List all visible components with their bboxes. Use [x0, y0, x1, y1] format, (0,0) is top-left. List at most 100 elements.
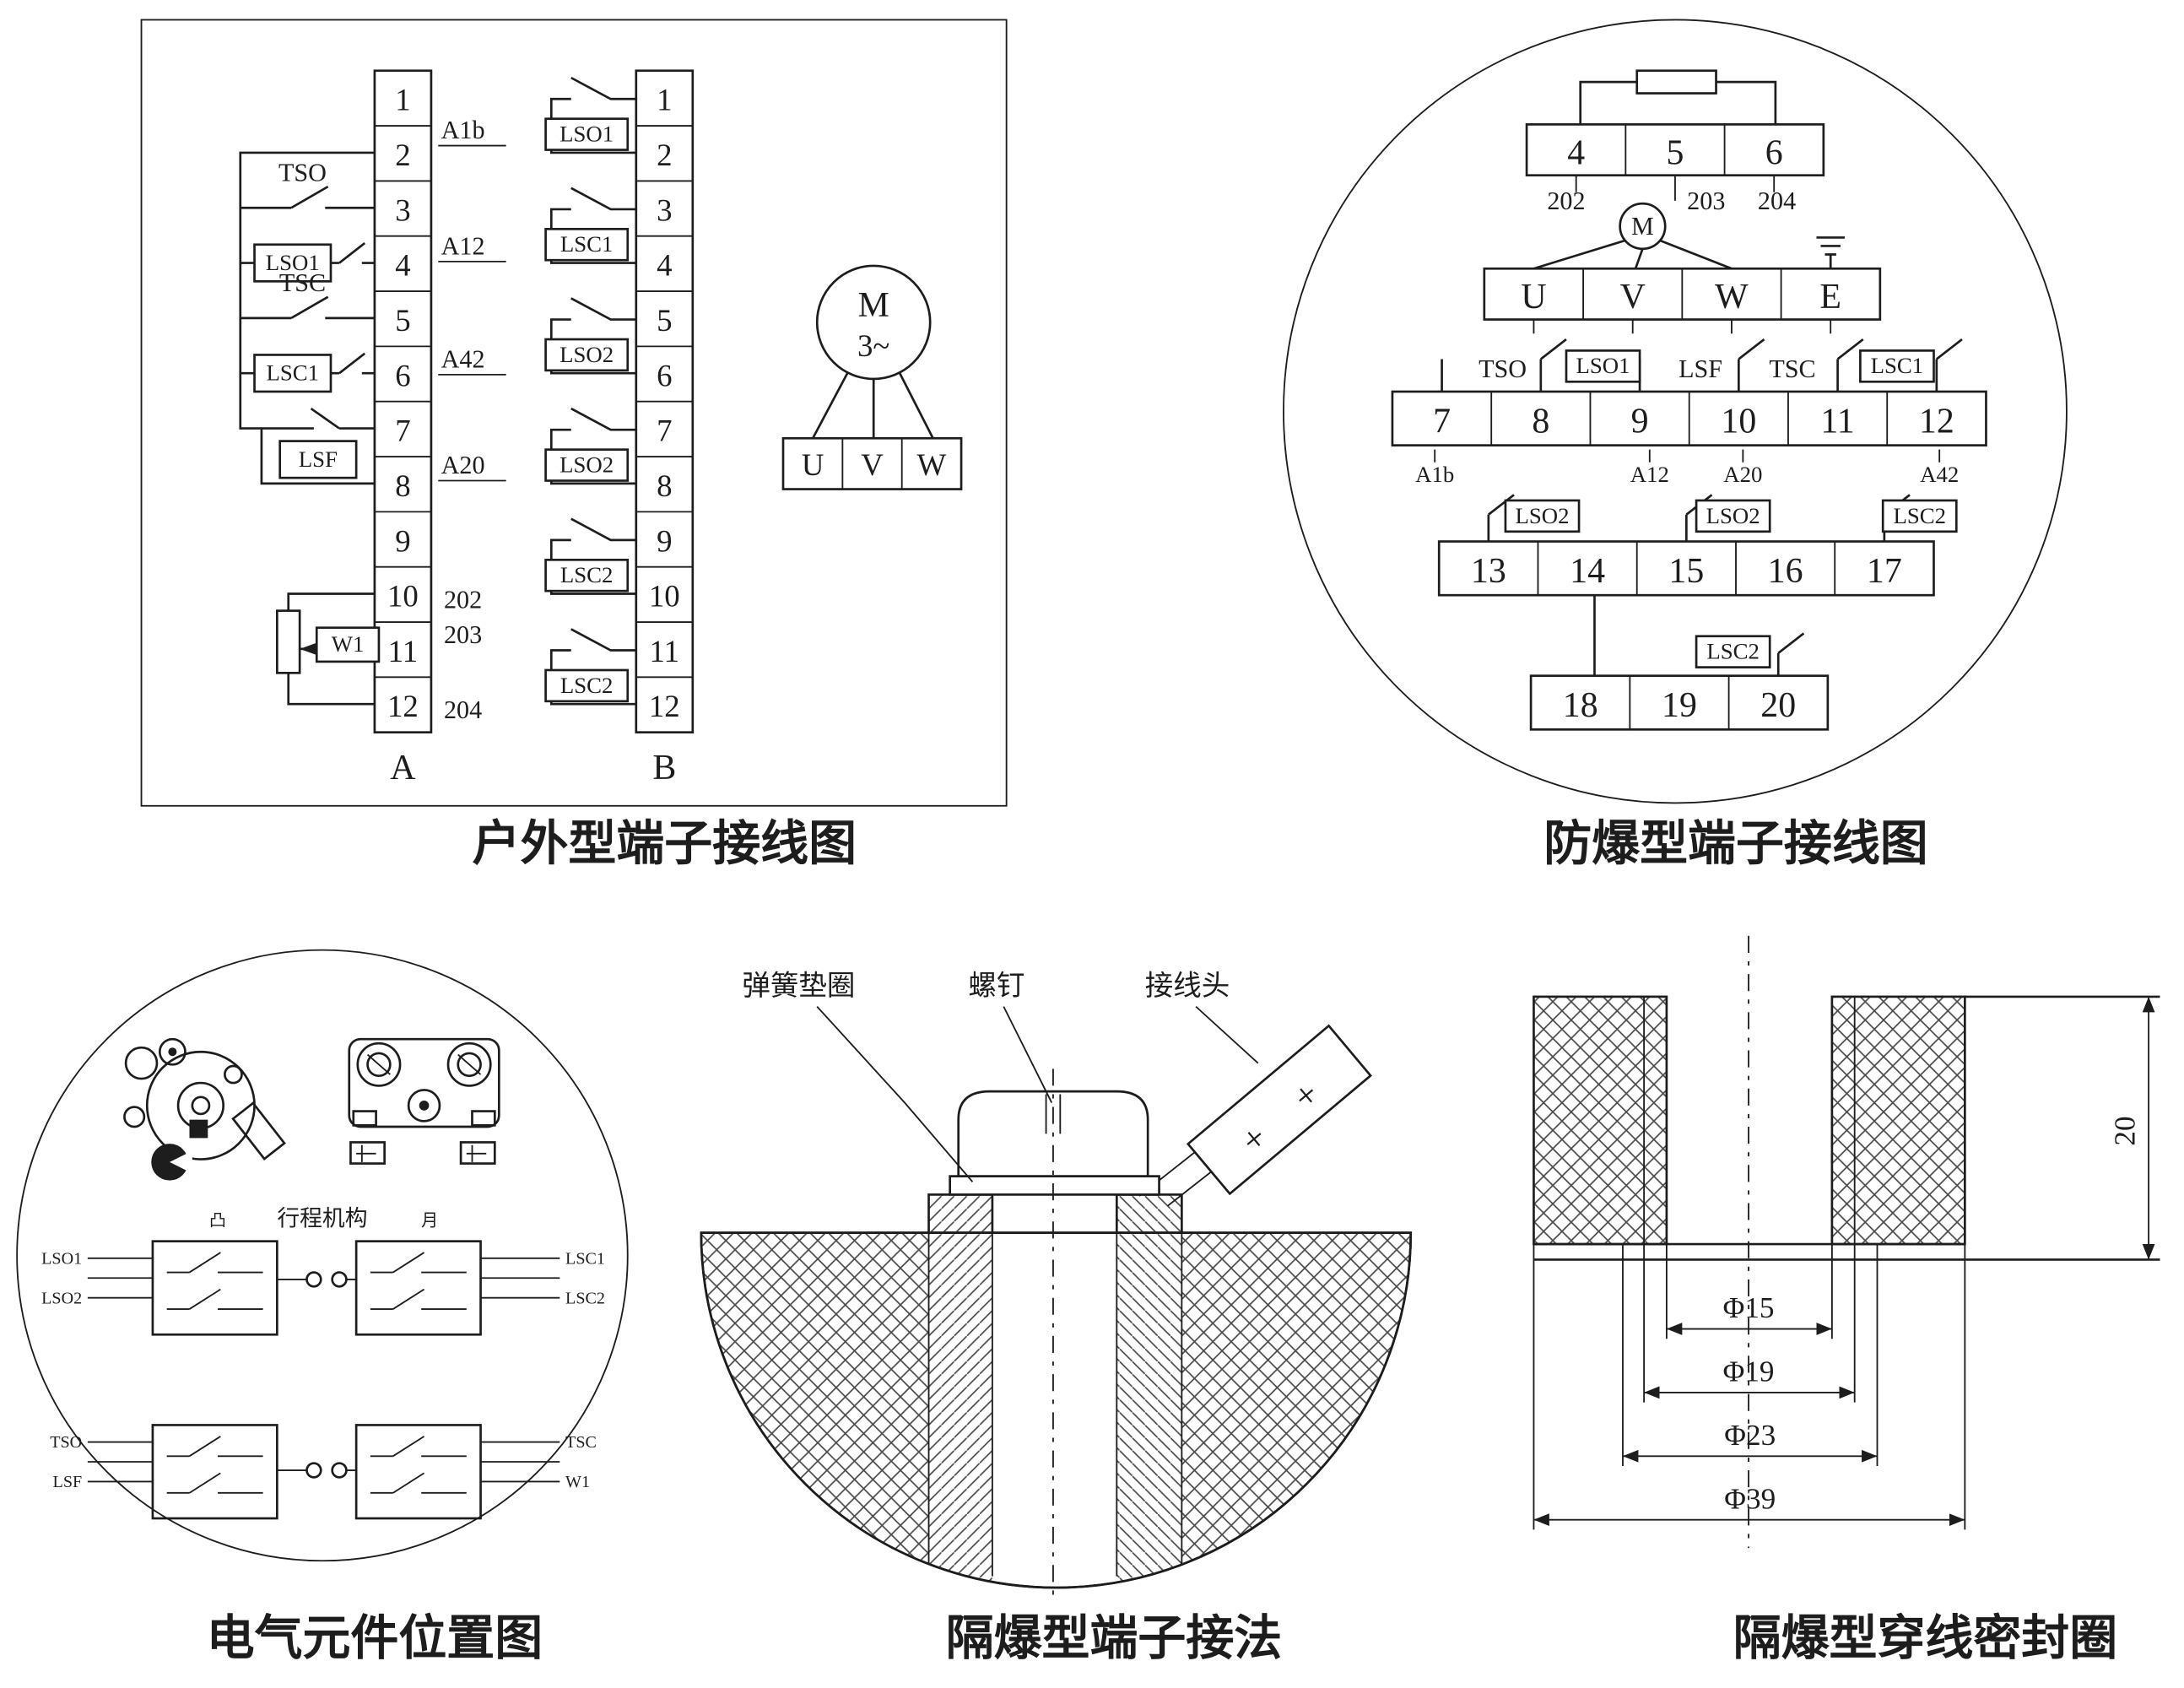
strip-label-a: A	[390, 749, 415, 787]
switch-label: TSC	[565, 1433, 597, 1452]
terminal-number: 17	[1867, 552, 1902, 591]
caption-seal: 隔爆型穿线密封圈	[1733, 1612, 2118, 1665]
strip-label-b: B	[652, 749, 676, 787]
enclosure-circle	[16, 949, 629, 1562]
terminal-number: 10	[1721, 403, 1756, 441]
switch-label: LSC1	[565, 1249, 605, 1268]
wire-tag: 202	[444, 585, 482, 614]
caption-connection: 隔爆型端子接法	[946, 1612, 1283, 1665]
motor-terminal: V	[861, 447, 884, 482]
terminal-number: 20	[1760, 686, 1796, 725]
caption-outdoor: 户外型端子接线图	[473, 817, 857, 870]
switch-label: LSF	[53, 1473, 83, 1491]
terminal-number: 11	[650, 634, 679, 668]
dim-label: Φ23	[1724, 1419, 1776, 1452]
terminal-row-13-17: 13 14 15 16 17	[1437, 540, 1935, 597]
terminal-letter: U	[1521, 278, 1546, 316]
wire-tag: A1b	[1415, 462, 1454, 487]
motor-terminal: W	[916, 447, 946, 482]
mech-side-label: 月	[421, 1211, 438, 1230]
terminal-number: 7	[1433, 403, 1451, 441]
wire-tag: 203	[444, 620, 482, 649]
terminal-row-18-20: 18 19 20	[1529, 674, 1830, 731]
callout-washer: 弹簧垫圈	[742, 971, 855, 1002]
switch-label: LSO1	[41, 1249, 82, 1268]
switch-label: LSO2	[41, 1289, 82, 1307]
wire-tag: A20	[441, 451, 485, 479]
terminal-number: 19	[1662, 686, 1697, 725]
component-layout-diagram: 凸 行程机构 月 LSO1 LSO2 TSO LSF LSC1 LSC2 TSC	[16, 949, 629, 1665]
terminal-number: 2	[657, 138, 672, 172]
dim-label: 20	[2108, 1116, 2141, 1145]
terminal-number: 6	[1765, 133, 1783, 172]
terminal-number: 5	[1666, 133, 1684, 172]
dim-label: Φ15	[1723, 1291, 1775, 1324]
switch-label: LSO2	[560, 452, 614, 477]
wire-tag: 204	[444, 695, 482, 724]
terminal-number: 9	[1631, 403, 1649, 441]
terminal-strip-b: 1 2 3 4 5 6 7 8 9 10 11 12 B	[635, 69, 695, 787]
switch-label: TSO	[1479, 354, 1527, 383]
motor-terminal: U	[802, 447, 824, 482]
switch-label: LSC1	[266, 360, 319, 386]
mech-side-label: 凸	[209, 1211, 226, 1230]
switch-label: LSC2	[565, 1289, 605, 1307]
dim-label: Φ39	[1724, 1482, 1776, 1515]
diagram-border	[140, 19, 1008, 807]
switch-label: W1	[565, 1473, 590, 1491]
ground-icon	[1816, 236, 1845, 269]
wire-tag: 204	[1758, 187, 1796, 215]
wire-tag: 202	[1547, 187, 1585, 215]
terminal-number: 1	[657, 83, 672, 117]
terminal-number: 3	[657, 192, 672, 227]
seal-ring-section: Φ15 Φ19 Φ23 Φ39 20 隔爆型穿线密封圈	[1533, 935, 2160, 1665]
terminal-number: 12	[387, 689, 419, 723]
strip-a-switches: TSO LSO1 TSC LSC1 LSF W1	[239, 151, 381, 706]
callout-screw: 螺钉	[968, 971, 1024, 1002]
terminal-number: 10	[387, 579, 419, 614]
dim-label: Φ19	[1723, 1355, 1775, 1388]
terminal-number: 8	[657, 468, 672, 503]
dimensions: Φ15 Φ19 Φ23 Φ39 20	[1533, 996, 2155, 1527]
switch-row-a: TSO LSO1 LSF TSC LSC1	[1441, 319, 1963, 392]
terminal-number: 1	[395, 83, 410, 117]
switch-label: LSO2	[1515, 503, 1569, 528]
switch-label: LSC2	[560, 673, 614, 698]
terminal-number: 16	[1768, 552, 1803, 591]
terminal-number: 11	[1820, 403, 1854, 441]
terminal-number: 4	[657, 248, 672, 283]
screw-assembly: + +	[927, 1024, 1373, 1595]
heater-link	[1579, 69, 1777, 125]
cam-mechanism	[123, 1037, 286, 1181]
switch-label: LSC1	[1871, 353, 1924, 378]
wire-tag: A12	[441, 232, 485, 261]
flameproof-wiring-diagram: 4 5 6 202 203 204 M U V W E TSO	[1283, 19, 2068, 870]
terminal-number: 10	[649, 579, 680, 614]
switch-label: LSC2	[1706, 639, 1760, 664]
terminal-letter: E	[1819, 278, 1841, 316]
switch-label: LSO1	[1576, 353, 1630, 378]
terminal-number: 9	[395, 523, 410, 558]
terminal-number: 3	[395, 192, 410, 227]
mech-label: 行程机构	[277, 1205, 367, 1231]
terminal-strip-a: 1 2 3 4 5 6 7 8 9 10 11 12 A	[373, 69, 433, 787]
terminal-number: 9	[657, 523, 672, 558]
wire-tag: A12	[1630, 462, 1669, 487]
terminal-number: 7	[395, 414, 410, 448]
switch-label: TSO	[278, 158, 327, 187]
terminal-row-uvwe: U V W E	[1483, 236, 1882, 321]
terminal-number: 11	[388, 634, 418, 668]
wire-lug: + +	[1186, 1024, 1373, 1196]
switch-label: LSO2	[560, 342, 614, 367]
wire-tag: A1b	[441, 116, 485, 144]
switch-box-grid	[151, 1240, 482, 1520]
motor-phase: 3~	[857, 328, 889, 363]
motor-letter: M	[1631, 212, 1654, 241]
wire-tag: 203	[1687, 187, 1725, 215]
motor-symbol: M 3~ U V W	[781, 264, 963, 490]
terminal-number: 8	[395, 468, 410, 503]
switch-row-c: LSC2	[1593, 595, 1805, 676]
terminal-number: 15	[1668, 552, 1704, 591]
